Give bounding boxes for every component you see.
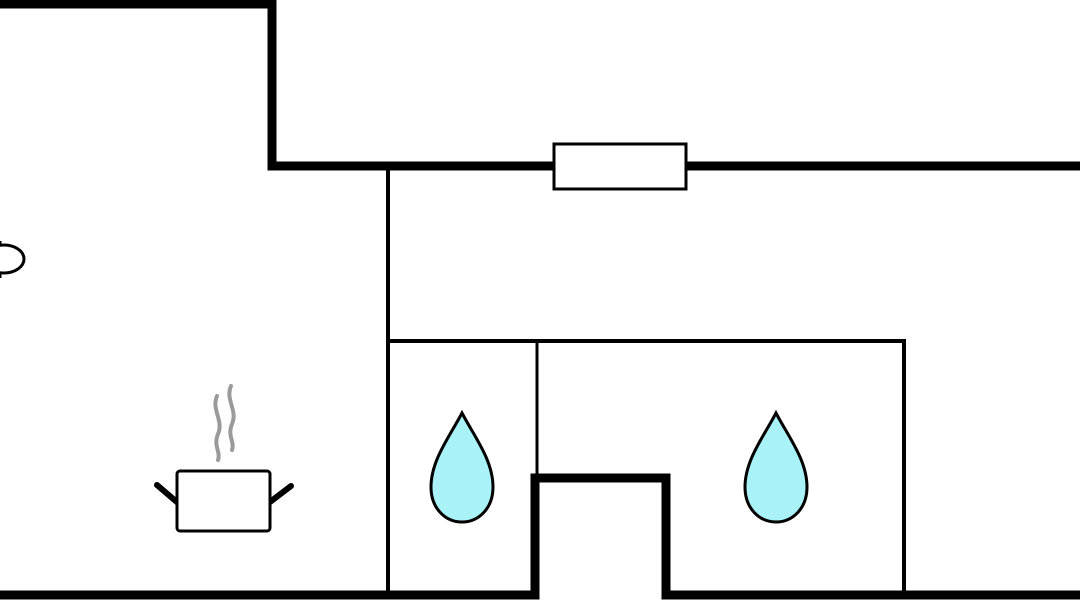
window-icon bbox=[552, 142, 688, 191]
outer-wall-top bbox=[0, 0, 1080, 171]
water-drop-icon bbox=[429, 409, 495, 524]
cooking-pot-icon bbox=[154, 469, 294, 533]
steam-icon bbox=[213, 384, 236, 462]
ceiling-light-icon bbox=[0, 241, 26, 278]
water-drop-icon bbox=[743, 409, 809, 524]
outer-wall-bottom bbox=[0, 473, 1080, 600]
